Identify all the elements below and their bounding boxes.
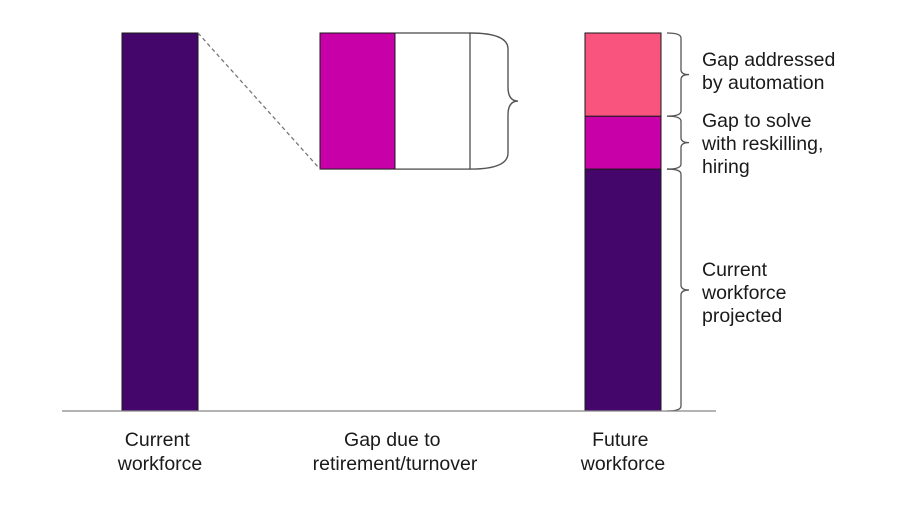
bar-segment-2-1 xyxy=(584,115,662,170)
bars-layer xyxy=(121,32,662,412)
annotation-line: Current xyxy=(702,259,768,281)
annotation-line: projected xyxy=(702,305,782,327)
annotation-reskilling-hiring: Gap to solve with reskilling, hiring xyxy=(701,110,829,178)
bar-segment-0-0 xyxy=(121,32,199,412)
category-label-current-workforce: Current workforce xyxy=(117,429,203,475)
bracket-reskilling xyxy=(666,115,690,170)
connectors-and-brackets xyxy=(197,32,690,412)
annotation-current-projected: Current workforce projected xyxy=(701,259,792,327)
annotation-line: Gap addressed xyxy=(702,49,835,71)
category-label-line: workforce xyxy=(117,453,203,475)
bracket-current-projected xyxy=(666,168,690,412)
category-label-line: Future xyxy=(592,429,648,451)
annotation-automation: Gap addressed by automation xyxy=(702,49,841,94)
gap-curly-brace xyxy=(469,32,519,170)
annotation-line: Gap to solve xyxy=(702,110,811,132)
category-label-line: Current xyxy=(125,429,191,451)
bar-segment-2-2 xyxy=(584,32,662,117)
annotation-labels: Gap addressed by automation Gap to solve… xyxy=(701,49,841,327)
category-label-line: retirement/turnover xyxy=(313,453,478,475)
category-label-line: workforce xyxy=(580,453,666,475)
annotation-line: workforce xyxy=(701,282,787,304)
bar-segment-2-0 xyxy=(584,168,662,412)
annotation-line: hiring xyxy=(702,156,750,178)
category-label-future-workforce: Future workforce xyxy=(580,429,666,475)
category-label-gap: Gap due to retirement/turnover xyxy=(313,429,478,475)
bracket-automation xyxy=(666,32,690,117)
bar-segment-gap-reskilling xyxy=(319,32,396,170)
category-label-line: Gap due to xyxy=(344,429,441,451)
annotation-line: with reskilling, xyxy=(701,133,823,155)
category-labels: Current workforce Gap due to retirement/… xyxy=(117,429,666,475)
dashed-connector xyxy=(197,32,321,170)
annotation-line: by automation xyxy=(702,72,825,94)
bar-segment-gap-automation xyxy=(394,32,471,170)
